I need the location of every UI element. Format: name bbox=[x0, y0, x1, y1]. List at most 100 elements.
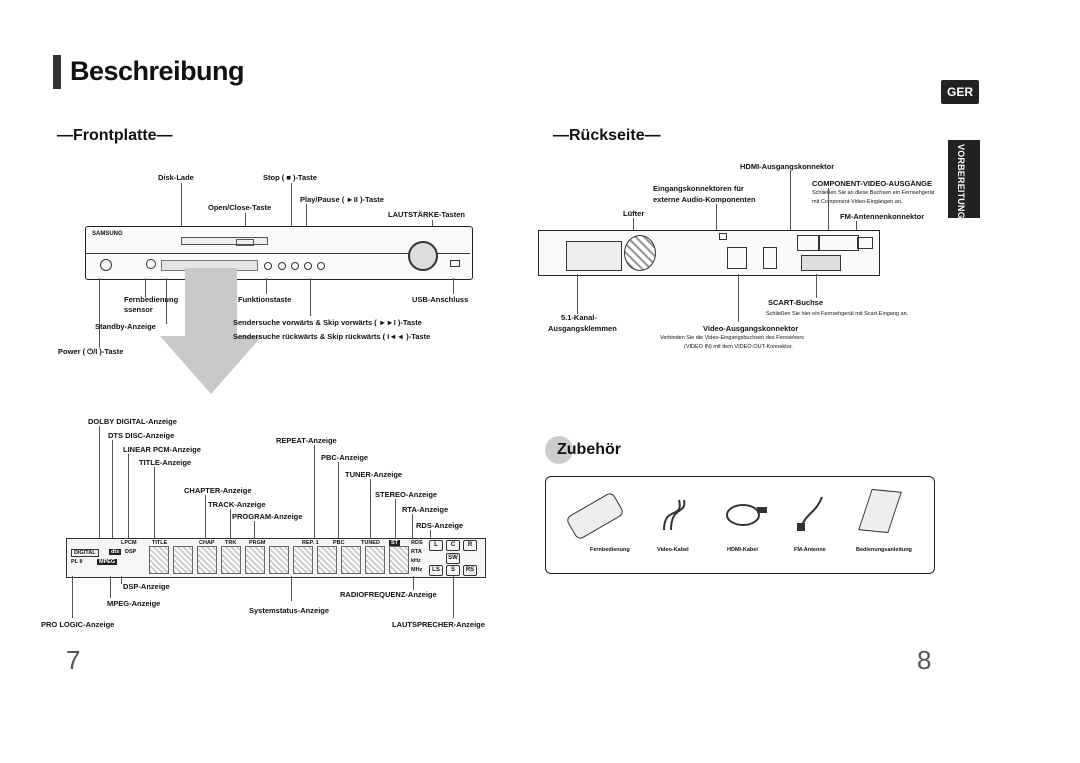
label-skip-vor: Sendersuche vorwärts & Skip vorwärts ( ►… bbox=[233, 318, 422, 327]
label-lautstaerke: LAUTSTÄRKE-Tasten bbox=[388, 210, 465, 219]
manual-icon bbox=[858, 488, 902, 534]
label-fm: FM-Antennenkonnektor bbox=[840, 212, 925, 221]
scart-desc: Schließen Sie hier ein Fernsehgerät mit … bbox=[766, 311, 909, 317]
down-arrow-icon bbox=[160, 336, 262, 394]
label-tuner: TUNER-Anzeige bbox=[345, 470, 403, 479]
segment-digit bbox=[317, 546, 337, 574]
label-fernbedienung-2: ssensor bbox=[124, 305, 153, 314]
accessories-bullet-icon bbox=[545, 436, 573, 464]
accessory-label: Fernbedienung bbox=[590, 547, 630, 553]
open-close-button[interactable] bbox=[236, 239, 254, 246]
label-fernbedienung: Fernbedienung bbox=[124, 295, 179, 304]
language-badge: GER bbox=[941, 80, 979, 104]
panel-label-trk: TRK bbox=[225, 540, 237, 546]
panel-dts: dts bbox=[109, 549, 122, 555]
label-power: Power ( ⏻/I )-Taste bbox=[58, 347, 124, 356]
panel-rta: RTA bbox=[411, 549, 422, 555]
label-pbc: PBC-Anzeige bbox=[321, 453, 369, 462]
volume-knob[interactable] bbox=[408, 241, 438, 271]
label-skip-rueck: Sendersuche rückwärts & Skip rückwärts (… bbox=[233, 332, 431, 341]
leader-line bbox=[121, 576, 122, 584]
label-usb: USB-Anschluss bbox=[412, 295, 469, 304]
video-desc-2: (VIDEO IN) mit dem VIDEO-OUT-Konnektor. bbox=[684, 344, 793, 350]
leader-line bbox=[430, 530, 431, 538]
fm-antenna-jack[interactable] bbox=[857, 237, 873, 249]
power-button[interactable] bbox=[100, 259, 112, 271]
leader-line bbox=[856, 221, 857, 232]
function-button[interactable] bbox=[264, 262, 272, 270]
label-stop: Stop ( ■ )-Taste bbox=[263, 173, 317, 182]
video-out-jack[interactable] bbox=[763, 247, 777, 269]
segment-digit bbox=[269, 546, 289, 574]
video-desc-1: Verbinden Sie die Video-Eingangsbuchsen … bbox=[660, 335, 804, 341]
hdmi-port[interactable] bbox=[797, 235, 819, 251]
leader-line bbox=[128, 454, 129, 538]
leader-line bbox=[633, 218, 634, 232]
segment-digit bbox=[173, 546, 193, 574]
panel-mhz: MHz bbox=[411, 567, 423, 573]
label-open-close: Open/Close-Taste bbox=[208, 203, 272, 212]
leader-line bbox=[291, 183, 292, 261]
speaker-c: C bbox=[446, 540, 460, 551]
component-desc-1: Schließen Sie an diese Buchsen ein Ferns… bbox=[812, 190, 935, 196]
label-hdmi: HDMI-Ausgangskonnektor bbox=[740, 162, 835, 171]
segment-digit bbox=[245, 546, 265, 574]
skip-back-button[interactable] bbox=[278, 262, 286, 270]
panel-label-pbc: PBC bbox=[333, 540, 345, 546]
label-track: TRACK-Anzeige bbox=[208, 500, 266, 509]
component-jacks[interactable] bbox=[819, 235, 859, 251]
leader-line bbox=[412, 514, 413, 538]
speaker-sw: SW bbox=[446, 553, 460, 564]
play-pause-button[interactable] bbox=[304, 262, 312, 270]
skip-forward-button[interactable] bbox=[317, 262, 325, 270]
page-number-left: 7 bbox=[66, 645, 81, 675]
label-eingang-2: externe Audio-Komponenten bbox=[653, 195, 756, 204]
device-divider bbox=[86, 253, 470, 254]
label-video: Video-Ausgangskonnektor bbox=[703, 324, 799, 333]
label-program: PROGRAM-Anzeige bbox=[232, 512, 303, 521]
front-panel-device: SAMSUNG bbox=[85, 226, 473, 280]
audio-input-jacks[interactable] bbox=[727, 247, 747, 269]
display-panel: LPCM TITLE CHAP TRK PRGM REP. 1 PBC TUNE… bbox=[66, 538, 486, 578]
segment-digit bbox=[341, 546, 361, 574]
leader-line bbox=[716, 204, 717, 232]
stop-button[interactable] bbox=[291, 262, 299, 270]
leader-line bbox=[338, 462, 339, 538]
leader-line bbox=[314, 445, 315, 538]
leader-line bbox=[99, 278, 100, 348]
panel-label-lpcm: LPCM bbox=[121, 540, 137, 546]
leader-line bbox=[110, 576, 111, 598]
fan-icon bbox=[624, 235, 656, 271]
rear-panel-device bbox=[538, 230, 880, 276]
label-component: COMPONENT-VIDEO-AUSGÄNGE bbox=[812, 179, 933, 188]
segment-digit bbox=[149, 546, 169, 574]
leader-line bbox=[291, 576, 292, 601]
segment-digit bbox=[365, 546, 385, 574]
leader-line bbox=[154, 467, 155, 538]
leader-line bbox=[310, 278, 311, 316]
panel-label-st: ST bbox=[389, 540, 401, 546]
label-dolby: DOLBY DIGITAL-Anzeige bbox=[88, 417, 177, 426]
leader-line bbox=[205, 495, 206, 538]
component-desc-2: mit Component-Video-Eingängen an. bbox=[812, 199, 903, 205]
leader-line bbox=[816, 274, 817, 298]
label-stereo: STEREO-Anzeige bbox=[375, 490, 438, 499]
leader-line bbox=[166, 278, 167, 324]
label-mpeg: MPEG-Anzeige bbox=[107, 599, 161, 608]
leader-line bbox=[577, 274, 578, 314]
label-systemstatus: Systemstatus-Anzeige bbox=[249, 606, 330, 615]
accessories-box: Fernbedienung Video-Kabel HDMI-Kabel FM-… bbox=[545, 476, 935, 574]
panel-mpeg: MPEG bbox=[97, 559, 118, 565]
segment-digit bbox=[197, 546, 217, 574]
speaker-r: R bbox=[463, 540, 477, 551]
panel-label-prgm: PRGM bbox=[249, 540, 266, 546]
arrow-shaft bbox=[185, 268, 237, 338]
leader-line bbox=[790, 171, 791, 231]
usb-port[interactable] bbox=[450, 260, 460, 267]
hdmi-cable-icon bbox=[726, 504, 767, 526]
label-scart: SCART-Buchse bbox=[768, 298, 824, 307]
title-accent-bar bbox=[53, 55, 61, 89]
remote-control-icon bbox=[565, 491, 625, 541]
scart-port[interactable] bbox=[801, 255, 841, 271]
leader-line bbox=[181, 183, 182, 233]
